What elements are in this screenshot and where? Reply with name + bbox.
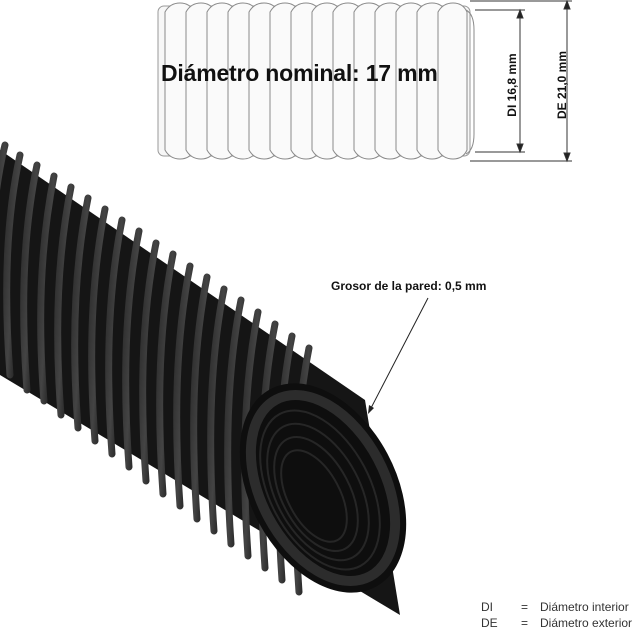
legend-abbr: DI [481,600,493,614]
abbreviation-legend: DI = Diámetro interior DE = Diámetro ext… [481,599,632,631]
legend-row-de: DE = Diámetro exterior [481,615,632,631]
legend-meaning: Diámetro exterior [540,616,633,630]
nominal-diameter-title: Diámetro nominal: 17 mm [161,60,438,86]
legend-equals: = [521,616,529,630]
wall-thickness-leader [368,297,429,414]
outline-tube-drawing [157,2,475,160]
dimension-lines [470,0,572,163]
legend-row-di: DI = Diámetro interior [481,599,632,615]
corrugated-hose-photo [0,141,407,615]
inner-diameter-label: DI 16,8 mm [505,53,519,117]
legend-equals: = [521,600,529,614]
legend-abbr: DE [481,616,498,630]
legend-meaning: Diámetro interior [540,600,629,614]
wall-thickness-label: Grosor de la pared: 0,5 mm [331,279,487,293]
outer-diameter-label: DE 21,0 mm [555,50,569,120]
